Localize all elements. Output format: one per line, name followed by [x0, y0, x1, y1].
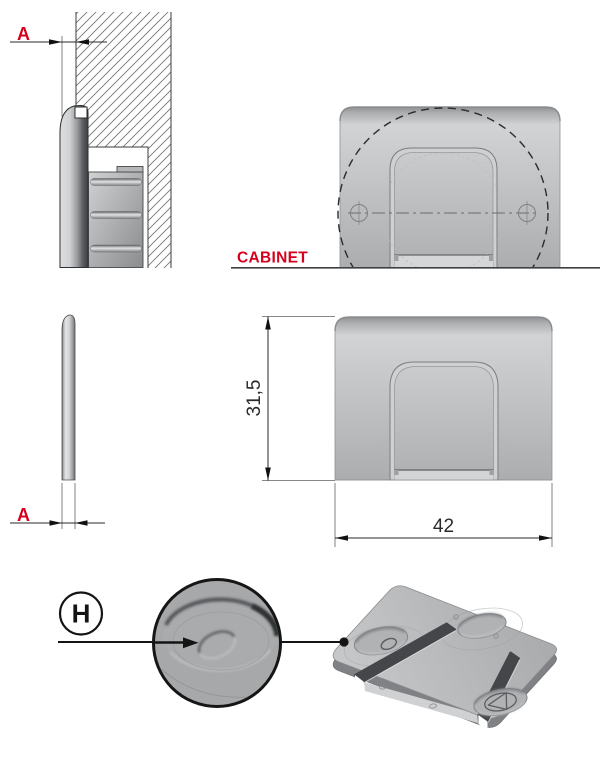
dim-arrow-left — [335, 535, 348, 541]
clip-tab-section — [116, 166, 144, 173]
boss-left — [353, 626, 409, 656]
detail-content — [155, 597, 279, 698]
pin-dot — [453, 614, 459, 620]
recycle-triangle-mark — [487, 691, 508, 711]
dim-a-top-label: A — [17, 24, 30, 44]
width-dim-label: 42 — [433, 516, 454, 537]
dim-arrow-right — [539, 535, 552, 541]
dim-arrow-left — [76, 39, 89, 45]
detail-callout: H — [58, 578, 282, 708]
stamp-oval-mark — [198, 630, 236, 660]
slot-left-gap — [355, 675, 364, 691]
side-view: A — [10, 314, 105, 529]
tongue-bump — [379, 684, 387, 690]
dim-arrow-up — [265, 316, 271, 330]
dim-arrow-left — [75, 520, 88, 526]
drill-hole-dashed-circle — [337, 107, 549, 268]
panel-edges — [75, 12, 172, 268]
dim-a-side-label: A — [17, 505, 30, 525]
slot-bottom-bar — [394, 255, 493, 268]
dimension-height: 31,5 — [244, 316, 335, 481]
detail-letter-balloon — [58, 591, 104, 636]
boss-top — [457, 613, 507, 639]
dim-arrow-right — [49, 520, 62, 526]
tongue-bump — [429, 703, 437, 709]
cabinet-label: CABINET — [237, 250, 308, 267]
dimensioned-front-view: 31,5 42 — [244, 316, 553, 547]
dim-arrow-right — [49, 39, 62, 45]
recess-outline — [88, 146, 149, 268]
stamp-oval-mark-small — [380, 637, 398, 651]
cap-top-roll-edge — [334, 316, 553, 332]
slot-right-gap — [478, 715, 488, 731]
cap-side-profile — [61, 314, 76, 481]
cap-hook-notch — [74, 106, 88, 119]
boss-right — [473, 688, 528, 716]
leader-dot — [339, 637, 349, 647]
height-dim-label: 31,5 — [244, 380, 265, 417]
slot-inner-installed — [394, 152, 494, 268]
clip-body-section — [88, 171, 144, 268]
clip-rib — [90, 244, 142, 253]
detail-arrowhead — [183, 637, 199, 649]
section-view: A — [10, 12, 172, 268]
dimension-width: 42 — [334, 483, 553, 547]
dimension-a-top: A — [10, 24, 107, 117]
panel-hatch-area — [76, 12, 171, 268]
dimension-a-side: A — [10, 483, 105, 529]
cap-top-roll-edge — [339, 106, 561, 122]
clip-rib — [90, 211, 142, 219]
slot-bottom-bar — [394, 470, 494, 480]
isometric-view — [280, 585, 557, 731]
pin-dot — [493, 633, 499, 639]
detail-letter: H — [72, 599, 91, 629]
slot-inner — [394, 366, 494, 481]
cap-section-profile — [59, 104, 89, 268]
clip-rib — [90, 178, 142, 186]
installed-front-view: CABINET — [231, 106, 600, 269]
dim-arrow-down — [265, 467, 271, 481]
